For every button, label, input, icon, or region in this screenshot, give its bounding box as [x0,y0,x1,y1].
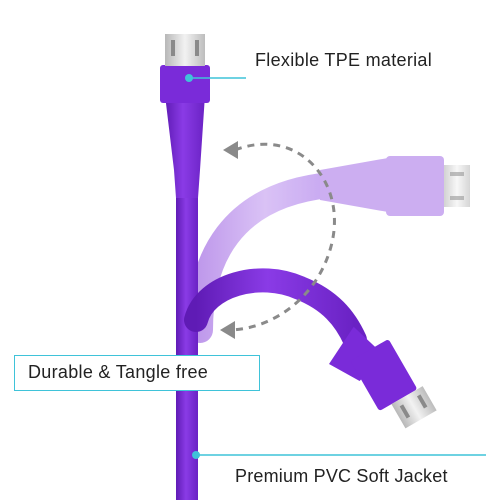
micro-usb-connector-icon [391,386,437,429]
bend-arrow-icon [220,141,336,339]
callout-durable: Durable & Tangle free [28,362,209,382]
micro-usb-connector-icon [165,34,205,66]
callout-box [14,355,260,391]
straight-cable [160,34,210,500]
callout-tpe-material: Flexible TPE material [255,50,433,70]
callout-pvc-jacket: Premium PVC Soft Jacket [235,466,448,486]
callout-lines [184,74,486,459]
dark-bent-cable [184,268,437,429]
